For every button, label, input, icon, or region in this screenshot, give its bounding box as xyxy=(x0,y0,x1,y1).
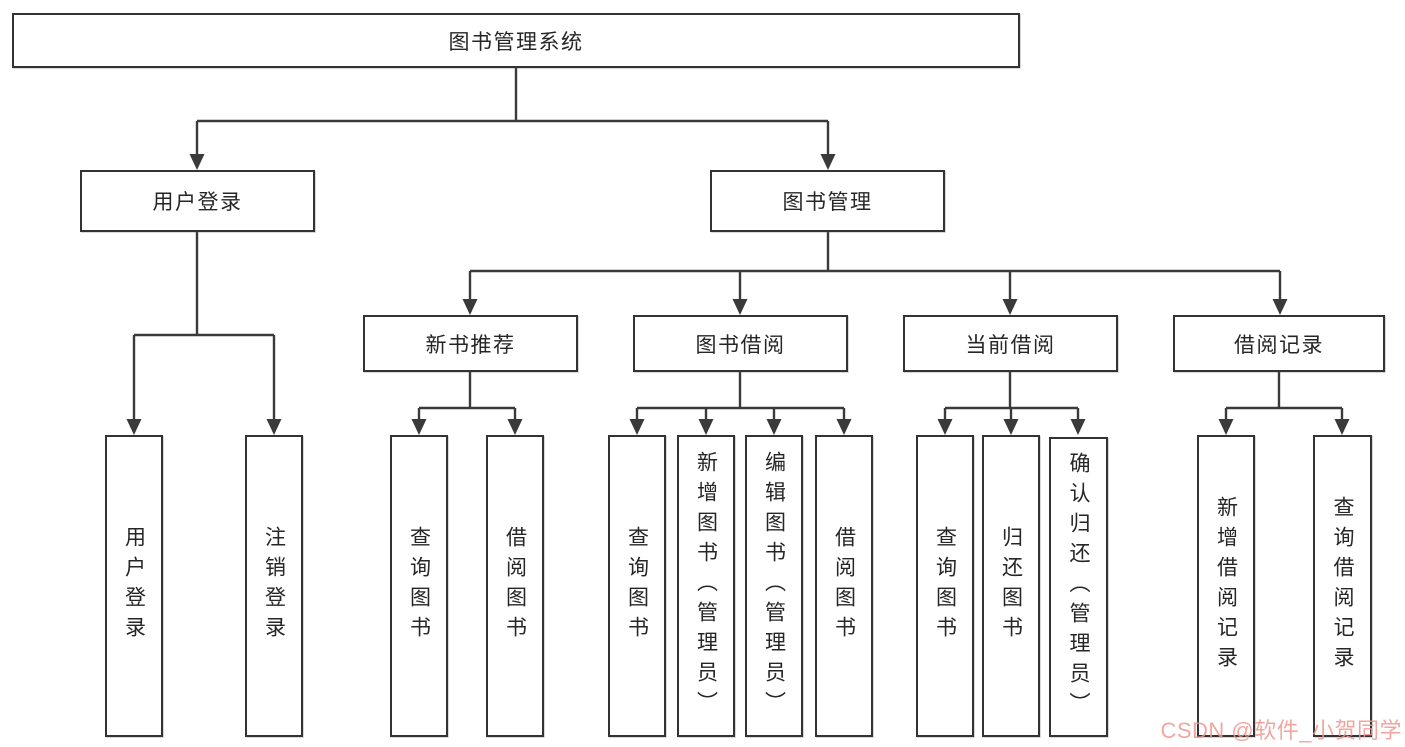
leaf-confirm-return-admin: 确认归还（管理员） xyxy=(1049,437,1108,737)
leaf-user-login: 用户登录 xyxy=(105,435,163,737)
leaf-edit-book-admin: 编辑图书（管理员） xyxy=(745,435,803,737)
leaf-add-borrowing-record: 新增借阅记录 xyxy=(1197,435,1255,737)
node-label: 图书管理 xyxy=(782,191,873,214)
node-label: 查询图书 xyxy=(407,526,431,646)
node-label: 用户登录 xyxy=(152,191,243,214)
node-label: 查询借阅记录 xyxy=(1331,496,1354,676)
node-label: 图书管理系统 xyxy=(448,30,584,54)
leaf-add-book-admin: 新增图书（管理员） xyxy=(677,435,735,737)
node-label: 注销登录 xyxy=(262,526,286,646)
leaf-logout: 注销登录 xyxy=(245,435,303,737)
leaf-borrow-books-borrowing: 借阅图书 xyxy=(815,435,873,737)
leaf-query-books-recommend: 查询图书 xyxy=(390,435,448,737)
node-label: 查询图书 xyxy=(625,526,649,646)
node-label: 借阅图书 xyxy=(503,526,527,646)
node-label: 编辑图书（管理员） xyxy=(762,451,786,721)
leaf-query-books-current: 查询图书 xyxy=(916,435,974,737)
node-label: 用户登录 xyxy=(122,526,146,646)
node-book-management-module: 图书管理 xyxy=(710,170,945,232)
connector-paths xyxy=(132,68,1344,421)
leaf-return-books: 归还图书 xyxy=(982,435,1040,737)
leaf-borrow-books-recommend: 借阅图书 xyxy=(486,435,544,737)
leaf-query-books-borrowing: 查询图书 xyxy=(608,435,666,737)
node-new-book-recommendation: 新书推荐 xyxy=(363,315,578,372)
node-label: 当前借阅 xyxy=(965,333,1056,357)
node-user-login-module: 用户登录 xyxy=(80,170,315,232)
node-label: 新书推荐 xyxy=(425,333,516,357)
node-book-borrowing: 图书借阅 xyxy=(633,315,848,372)
node-current-borrowing: 当前借阅 xyxy=(903,315,1118,372)
node-label: 图书借阅 xyxy=(695,333,786,357)
node-label: 借阅记录 xyxy=(1234,333,1324,357)
node-label: 借阅图书 xyxy=(832,526,856,646)
node-borrowing-records: 借阅记录 xyxy=(1173,315,1385,372)
node-label: 查询图书 xyxy=(933,526,957,646)
node-label: 新增图书（管理员） xyxy=(694,451,718,721)
node-label: 确认归还（管理员） xyxy=(1067,452,1090,722)
node-label: 归还图书 xyxy=(999,526,1023,646)
node-library-management-system: 图书管理系统 xyxy=(12,13,1020,68)
leaf-query-borrowing-record: 查询借阅记录 xyxy=(1313,435,1372,737)
node-label: 新增借阅记录 xyxy=(1214,496,1238,676)
